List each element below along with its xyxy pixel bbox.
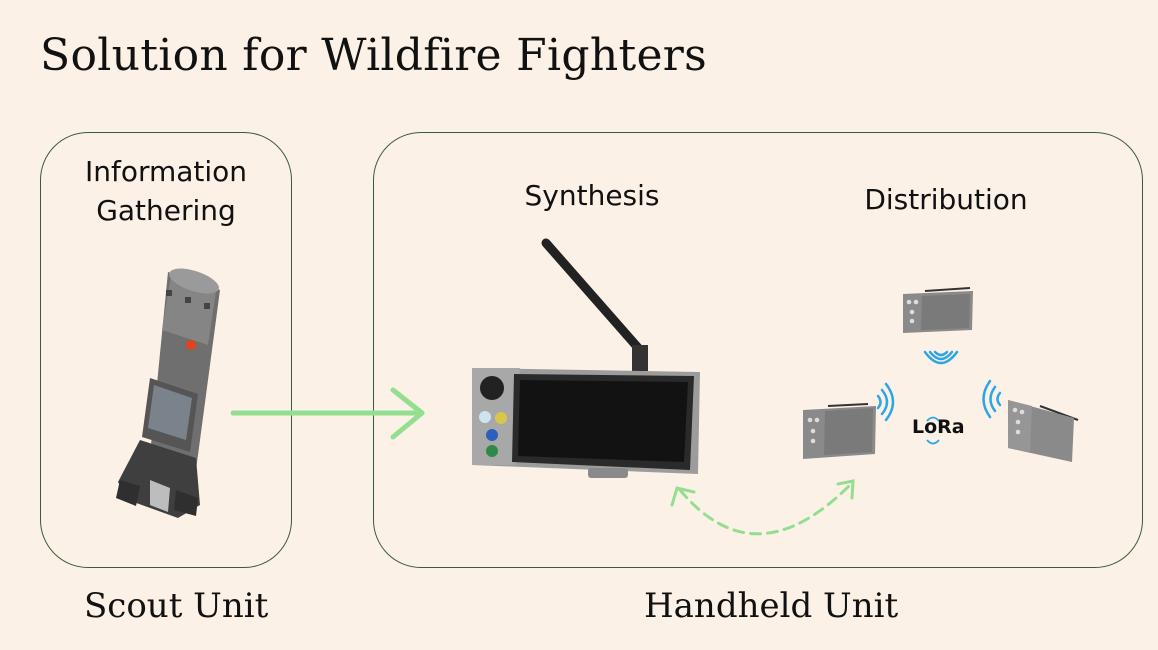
wifi-signal-icon: [982, 379, 1002, 419]
handheld-device-image: [1008, 400, 1079, 462]
flow-arrow-icon: [230, 387, 425, 440]
handheld-unit-caption: Handheld Unit: [644, 586, 899, 626]
wifi-signal-icon: [876, 382, 895, 422]
distribution-heading: Distribution: [864, 183, 1028, 216]
scout-unit-panel: [40, 132, 292, 568]
flow-arrow-icon: [670, 479, 855, 536]
information-gathering-heading: Information Gathering: [84, 155, 248, 227]
scout-device-image: [116, 268, 220, 518]
lora-label: LoRa: [912, 416, 965, 438]
wifi-signal-icon: [923, 350, 959, 365]
page-title: Solution for Wildfire Fighters: [40, 30, 708, 81]
handheld-unit-panel: [373, 132, 1143, 568]
handheld-device-image: [903, 287, 973, 333]
scout-unit-caption: Scout Unit: [84, 586, 269, 626]
handheld-device-image: [472, 238, 700, 478]
wifi-signal-icon: [926, 416, 940, 445]
handheld-device-image: [803, 403, 876, 459]
synthesis-heading: Synthesis: [524, 179, 660, 212]
